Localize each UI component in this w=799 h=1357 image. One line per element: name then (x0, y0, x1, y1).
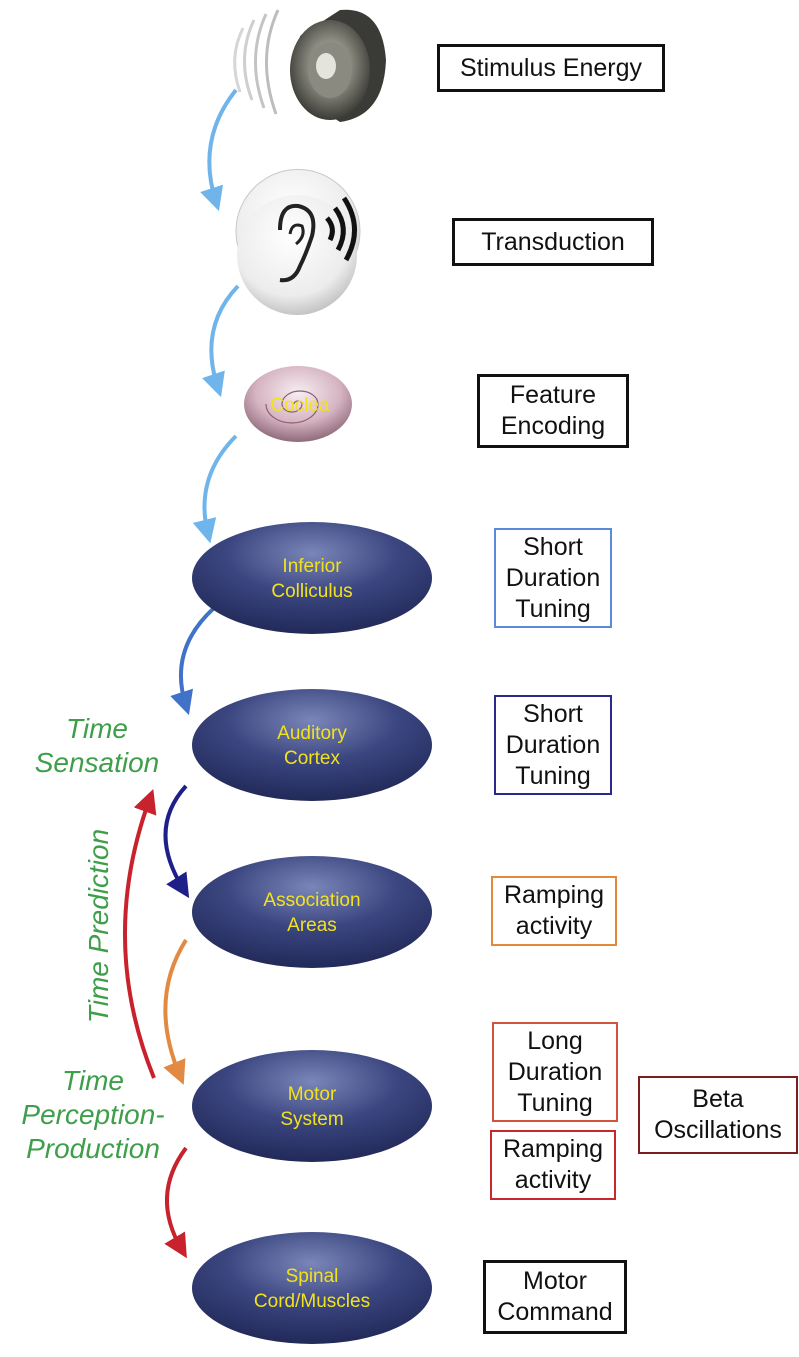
box-line: Ramping (503, 881, 605, 909)
arrow-stimulus-to-transduction (200, 88, 238, 212)
box-line: Long (527, 1026, 583, 1055)
box-line: Oscillations (654, 1116, 782, 1144)
node-label-line: Motor (288, 1084, 337, 1105)
box-line: Feature (509, 381, 597, 409)
arrow-cochlea-to-inferior-colliculus (192, 434, 238, 544)
box-line: Tuning (517, 1088, 593, 1117)
box-line: Short (523, 532, 583, 561)
side-label-line: Sensation (34, 747, 160, 778)
box-beta-oscillations: Beta Oscillations (638, 1076, 798, 1154)
arrow-time-prediction (123, 788, 157, 1079)
box-line: Command (497, 1298, 613, 1326)
node-label-line: Auditory (277, 723, 347, 744)
box-short-duration-tuning-cortex: Short Duration Tuning (494, 695, 612, 795)
box-line: Tuning (515, 594, 591, 623)
side-label-time-prediction: Time Prediction (83, 829, 114, 1023)
side-label-time-sensation: Time Sensation (22, 712, 172, 780)
box-stimulus-energy: Stimulus Energy (437, 44, 665, 92)
box-line: Encoding (500, 412, 606, 440)
node-label-line: Inferior (282, 556, 342, 577)
node-inferior-colliculus: Inferior Colliculus (192, 522, 432, 634)
node-label-cochlea: Coclea (270, 395, 330, 416)
box-motor-command: Motor Command (483, 1260, 627, 1334)
box-short-duration-tuning-ic: Short Duration Tuning (494, 528, 612, 628)
arrow-motor-system-to-spinal-cord (164, 1146, 188, 1259)
flow-arrows (123, 88, 240, 1259)
box-line: Transduction (481, 227, 625, 256)
arrow-auditory-cortex-to-association-areas (163, 784, 190, 899)
arrow-transduction-to-cochlea (202, 284, 240, 398)
cochlea-icon (244, 366, 352, 442)
speaker-icon (233, 9, 386, 123)
box-line: activity (515, 912, 593, 940)
box-line: Stimulus Energy (459, 53, 643, 82)
box-feature-encoding: Feature Encoding (477, 374, 629, 448)
box-line: Duration (505, 730, 601, 759)
box-line: activity (514, 1166, 592, 1194)
box-ramping-activity-motor: Ramping activity (490, 1130, 616, 1200)
box-transduction: Transduction (452, 218, 654, 266)
node-label-line: Cortex (284, 748, 340, 769)
node-label-line: Spinal (286, 1266, 339, 1287)
node-label-line: Areas (287, 915, 337, 936)
side-label-line: Time (62, 1065, 124, 1096)
box-line: Duration (507, 1057, 603, 1086)
side-label-line: Time (66, 713, 128, 744)
node-spinal-cord-muscles: Spinal Cord/Muscles (192, 1232, 432, 1344)
box-line: Ramping (502, 1135, 604, 1163)
box-line: Duration (505, 563, 601, 592)
node-label-line: Association (263, 890, 360, 911)
side-label-line: Perception- (21, 1099, 165, 1130)
box-line: Tuning (515, 761, 591, 790)
node-label-line: Coclea (270, 395, 330, 416)
box-line: Short (523, 699, 583, 728)
node-label-line: Cord/Muscles (254, 1291, 370, 1312)
node-label-line: System (280, 1109, 343, 1130)
node-auditory-cortex: Auditory Cortex (192, 689, 432, 801)
node-motor-system: Motor System (192, 1050, 432, 1162)
node-label-line: Colliculus (271, 581, 352, 602)
box-line: Motor (523, 1267, 587, 1295)
arrow-association-areas-to-motor-system (163, 938, 188, 1085)
side-label-time-perception-production: Time Perception- Production (8, 1064, 178, 1166)
box-line: Beta (692, 1085, 744, 1113)
ear-icon (235, 169, 361, 315)
node-association-areas: Association Areas (192, 856, 432, 968)
box-ramping-activity-association: Ramping activity (491, 876, 617, 946)
arrow-inferior-colliculus-to-auditory-cortex (170, 606, 216, 716)
box-long-duration-tuning: Long Duration Tuning (492, 1022, 618, 1122)
side-label-line: Production (26, 1133, 160, 1164)
